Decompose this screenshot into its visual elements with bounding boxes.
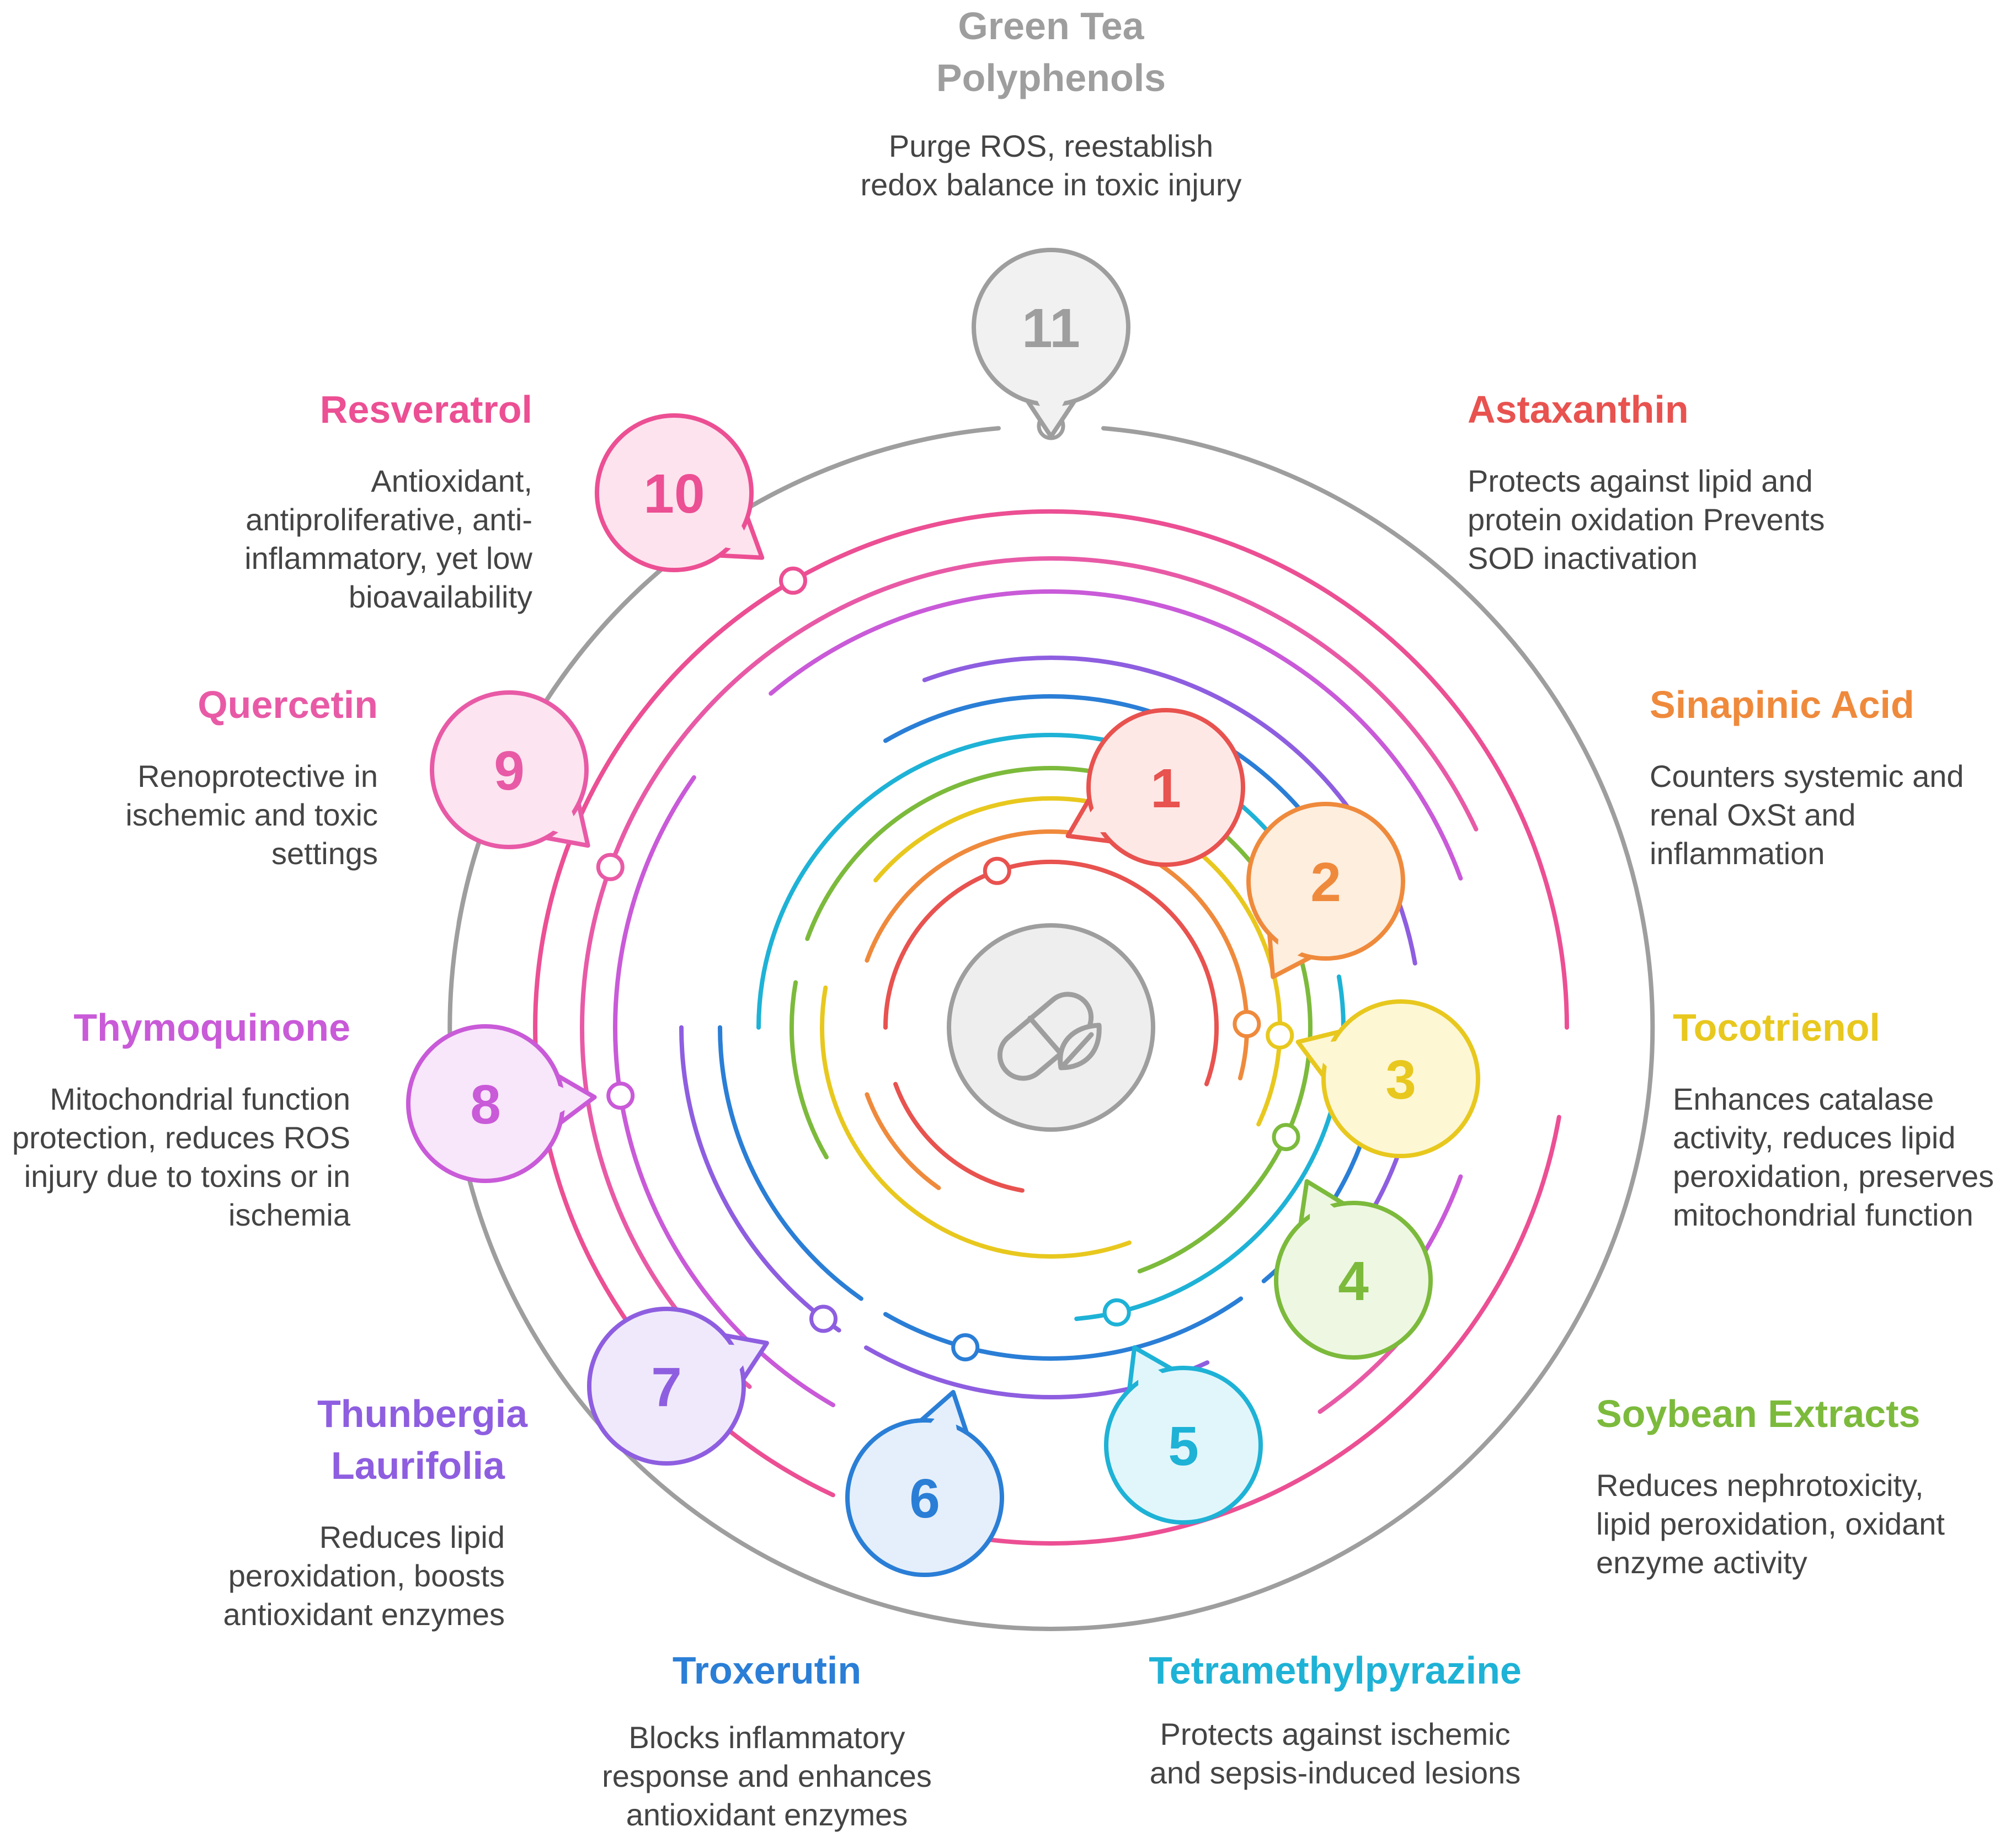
ring-arc-4 — [805, 766, 1313, 1274]
badge-pointer-fill — [1075, 781, 1139, 833]
ring-arc-1 — [883, 859, 1219, 1087]
item-title: Tetramethylpyrazine — [1149, 1649, 1522, 1692]
badge-pointer-fill — [1276, 906, 1330, 971]
ring-arc-10 — [915, 1115, 1561, 1546]
ring-arc-6 — [718, 1025, 863, 1301]
ring-arc-3 — [820, 985, 1132, 1259]
badge-11: 11 — [972, 248, 1130, 439]
ring-dot-3 — [1266, 1021, 1294, 1050]
ring-arc-6 — [883, 1296, 1244, 1361]
badge-number: 9 — [494, 740, 525, 802]
badge-number: 3 — [1385, 1049, 1416, 1111]
badge-pointer-fill — [1023, 371, 1079, 429]
label-sinapinic-acid: Sinapinic Acid Counters systemic and ren… — [1650, 679, 1992, 873]
badge-number: 7 — [651, 1356, 682, 1418]
ring-arc-2 — [865, 1092, 941, 1190]
badge-4: 4 — [1274, 1179, 1433, 1360]
item-title: Thunbergia Laurifolia — [317, 1392, 528, 1487]
item-title: Troxerutin — [672, 1649, 862, 1692]
badge-3: 3 — [1295, 999, 1480, 1158]
item-description: Blocks inflammatory response and enhance… — [602, 1720, 932, 1832]
label-green-tea-polyphenols: Green Tea Polyphenols Purge ROS, reestab… — [850, 0, 1252, 204]
ring-arc-9 — [580, 641, 785, 1389]
ring-arc-1 — [893, 1082, 1025, 1193]
ring-arc-7 — [679, 1025, 841, 1333]
item-description: Mitochondrial function protection, reduc… — [12, 1082, 350, 1232]
item-description: Counters systemic and renal OxSt and inf… — [1650, 759, 1964, 871]
badge-number: 8 — [470, 1074, 501, 1136]
item-title: Soybean Extracts — [1596, 1392, 1921, 1435]
badge-10: 10 — [595, 413, 765, 572]
item-description: Protects against ischemic and sepsis-ind… — [1149, 1717, 1521, 1790]
ring-arc-4 — [789, 980, 829, 1159]
label-resveratrol: Resveratrol Antioxidant, antiproliferati… — [218, 384, 532, 616]
label-tocotrienol: Tocotrienol Enhances catalase activity, … — [1673, 1002, 2004, 1234]
ring-dot-1 — [983, 856, 1011, 885]
badge-number: 11 — [1022, 297, 1080, 359]
ring-dot-4 — [1272, 1123, 1300, 1152]
badge-5: 5 — [1104, 1345, 1263, 1525]
badge-9: 9 — [430, 690, 590, 849]
item-title: Quercetin — [198, 683, 378, 726]
label-thymoquinone: Thymoquinone Mitochondrial function prot… — [6, 1002, 350, 1234]
center-circle — [947, 923, 1155, 1132]
badge-number: 1 — [1150, 758, 1181, 819]
badge-pointer-fill — [909, 1399, 963, 1463]
badge-circle — [845, 1418, 1004, 1577]
ring-dot-10 — [779, 566, 807, 595]
badge-number: 10 — [643, 463, 705, 525]
badge-1: 1 — [1065, 708, 1245, 867]
badge-number: 6 — [909, 1468, 940, 1530]
label-troxerutin: Troxerutin Blocks inflammatory response … — [590, 1644, 943, 1834]
label-astaxanthin: Astaxanthin Protects against lipid and p… — [1468, 384, 1854, 578]
ring-dot-5 — [1102, 1298, 1131, 1327]
badge-number: 5 — [1168, 1415, 1199, 1477]
badge-7: 7 — [587, 1307, 769, 1466]
label-soybean-extracts: Soybean Extracts Reduces nephrotoxicity,… — [1596, 1388, 1971, 1582]
label-thunbergia-laurifolia: Thunbergia Laurifolia Reduces lipid pero… — [185, 1388, 528, 1634]
badge-number: 4 — [1338, 1250, 1369, 1312]
badge-8: 8 — [406, 1024, 597, 1183]
item-title: Green Tea Polyphenols — [936, 4, 1166, 99]
item-title: Thymoquinone — [73, 1006, 350, 1049]
item-description: Protects against lipid and protein oxida… — [1468, 464, 1825, 576]
badge-pointer-fill — [521, 780, 583, 840]
item-description: Renoprotective in ischemic and toxic set… — [125, 759, 378, 871]
item-description: Enhances catalase activity, reduces lipi… — [1673, 1082, 1994, 1232]
badge-pointer-fill — [527, 1073, 587, 1130]
item-description: Reduces lipid peroxidation, boosts antio… — [223, 1520, 505, 1632]
ring-dot-9 — [596, 853, 625, 881]
ring-dot-6 — [951, 1333, 980, 1362]
badge-6: 6 — [845, 1389, 1004, 1577]
item-title: Tocotrienol — [1673, 1006, 1880, 1049]
badge-pointer-fill — [1305, 1037, 1369, 1091]
ring-arc-8 — [769, 589, 1463, 881]
label-tetramethylpyrazine: Tetramethylpyrazine Protects against isc… — [1131, 1644, 1539, 1792]
item-description: Antioxidant, antiproliferative, anti-inf… — [244, 464, 532, 614]
ring-dot-2 — [1233, 1010, 1261, 1038]
badge-2: 2 — [1246, 802, 1405, 979]
badge-pointer-fill — [1138, 1354, 1189, 1419]
ring-dot-8 — [606, 1082, 635, 1110]
item-title: Resveratrol — [319, 388, 532, 431]
item-title: Astaxanthin — [1468, 388, 1689, 431]
badge-pointer-fill — [692, 496, 756, 553]
item-title: Sinapinic Acid — [1650, 683, 1914, 726]
badge-number: 2 — [1310, 851, 1341, 913]
badge-pointer-fill — [1309, 1188, 1361, 1253]
capsule-leaf-icon — [997, 992, 1102, 1081]
ring-dot-7 — [809, 1304, 838, 1333]
label-quercetin: Quercetin Renoprotective in ischemic and… — [91, 679, 378, 873]
item-description: Reduces nephrotoxicity, lipid peroxidati… — [1596, 1468, 1945, 1580]
center-hub — [947, 923, 1155, 1132]
item-description: Purge ROS, reestablish redox balance in … — [860, 129, 1242, 202]
badge-pointer-fill — [695, 1343, 760, 1395]
